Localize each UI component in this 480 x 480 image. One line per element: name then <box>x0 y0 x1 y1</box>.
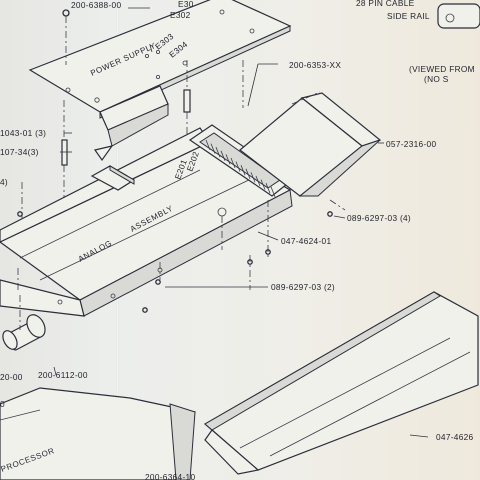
connector-pin <box>220 150 226 161</box>
connector-pin <box>270 186 276 197</box>
label-no-s: (NO S <box>424 74 449 84</box>
connector-pin <box>210 143 216 154</box>
connector-pin <box>230 157 236 169</box>
analog-assembly-chassis <box>0 127 293 317</box>
label-28-pin-cable: 28 PIN CABLE <box>356 0 415 8</box>
label-0: 0 <box>0 399 5 409</box>
label-047-4624-01: 047-4624-01 <box>281 236 331 246</box>
power-supply-bracket <box>94 85 169 162</box>
label-200-6364-10: 200-6364-10 <box>145 472 195 480</box>
screw-top <box>62 9 70 65</box>
connector-pin <box>250 172 256 183</box>
label-047-4626: 047-4626 <box>436 432 474 442</box>
label-1043-01: 1043-01 (3) <box>0 128 46 138</box>
label-20-00: 20-00 <box>0 372 23 382</box>
label-107-34: 107-34(3) <box>0 147 39 157</box>
loose-screws <box>17 211 333 313</box>
connector-pin <box>260 179 266 190</box>
bottom-cover <box>203 291 479 475</box>
connector-pin <box>205 139 211 151</box>
connector-pin <box>225 154 231 165</box>
connector-pin <box>265 183 271 194</box>
label-side-4: 4) <box>0 177 8 187</box>
edge-connector <box>188 124 294 197</box>
label-089-6297-03-2: 089-6297-03 (2) <box>271 282 335 292</box>
label-057-2316-00: 057-2316-00 <box>386 139 436 149</box>
label-200-6388-00: 200-6388-00 <box>71 0 121 10</box>
label-089-6297-03-4: 089-6297-03 (4) <box>347 213 411 223</box>
label-200-6112-00: 200-6112-00 <box>38 370 88 380</box>
connector-pin <box>245 168 251 179</box>
connector-pin <box>240 165 246 176</box>
connector-pin <box>255 175 261 187</box>
connector-pin <box>235 161 241 172</box>
processor-board <box>0 387 196 480</box>
connector-pin <box>215 147 221 158</box>
side-rail-detail <box>437 3 480 29</box>
label-200-6353-xx: 200-6353-XX <box>289 60 341 70</box>
label-viewed-from: (VIEWED FROM <box>409 64 475 74</box>
label-e302: E302 <box>170 10 191 20</box>
label-e30x: E30 <box>178 0 194 9</box>
leader-lines <box>53 7 429 438</box>
center-lines <box>17 91 346 330</box>
shield-cover-top <box>239 92 382 197</box>
front-control-knob <box>2 314 46 351</box>
label-side-rail: SIDE RAIL <box>387 11 430 21</box>
ribbon-cable <box>90 165 136 191</box>
